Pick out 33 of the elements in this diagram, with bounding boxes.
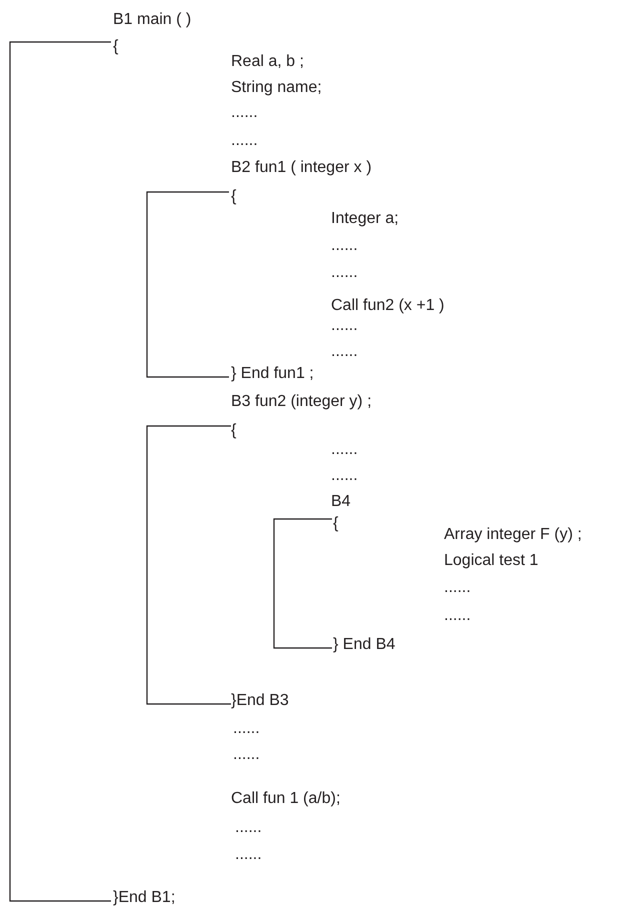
code-line: ...... — [331, 466, 358, 486]
code-line: ...... — [235, 845, 262, 865]
code-line: B4 — [331, 492, 351, 512]
code-line: { — [231, 421, 236, 441]
code-line: ...... — [331, 263, 358, 283]
code-line: Call fun2 (x +1 ) — [331, 296, 444, 316]
code-line: ...... — [444, 578, 471, 598]
code-line: ...... — [231, 103, 258, 123]
code-line: } End fun1 ; — [231, 364, 314, 384]
code-line: { — [113, 37, 118, 57]
code-line: ...... — [233, 745, 260, 765]
code-line: B3 fun2 (integer y) ; — [231, 392, 372, 412]
code-line: B1 main ( ) — [113, 10, 192, 30]
code-line: ...... — [231, 131, 258, 151]
code-line: ...... — [331, 316, 358, 336]
code-line: } End B4 — [333, 635, 396, 655]
code-line: Array integer F (y) ; — [444, 525, 582, 545]
code-line: { — [333, 514, 338, 534]
code-line: ...... — [331, 236, 358, 256]
code-line: ...... — [233, 719, 260, 739]
code-line: Integer a; — [331, 209, 399, 229]
code-line: ...... — [235, 818, 262, 838]
code-line: B2 fun1 ( integer x ) — [231, 158, 372, 178]
code-line: }End B1; — [113, 888, 176, 908]
code-line: ...... — [331, 342, 358, 362]
code-line: Real a, b ; — [231, 52, 304, 72]
code-line: { — [231, 187, 236, 207]
code-line: Call fun 1 (a/b); — [231, 789, 340, 809]
code-line: ...... — [444, 606, 471, 626]
code-line: }End B3 — [231, 691, 289, 711]
code-line: ...... — [331, 440, 358, 460]
code-line: Logical test 1 — [444, 551, 538, 571]
code-line: String name; — [231, 78, 322, 98]
